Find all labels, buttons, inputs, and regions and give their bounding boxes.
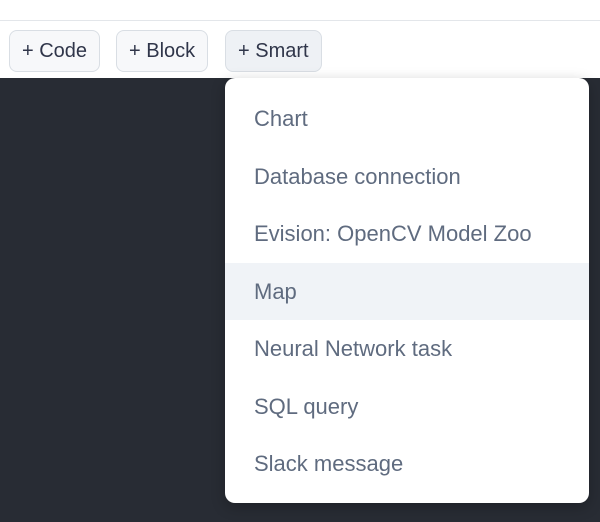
menu-item-evision-opencv-model-zoo[interactable]: Evision: OpenCV Model Zoo (254, 221, 532, 246)
top-strip (0, 0, 600, 21)
add-block-button[interactable]: + Block (116, 30, 209, 72)
smart-cell-menu: Chart Database connection Evision: OpenC… (225, 78, 589, 503)
add-smart-button[interactable]: + Smart (225, 30, 322, 72)
insert-toolbar: + Code + Block + Smart (0, 21, 600, 78)
menu-item-neural-network-task[interactable]: Neural Network task (254, 336, 453, 361)
menu-item-chart[interactable]: Chart (254, 106, 308, 131)
menu-item-sql-query[interactable]: SQL query (254, 393, 359, 419)
menu-item-database-connection[interactable]: Database connection (254, 163, 461, 189)
menu-item-map[interactable]: Map (225, 262, 589, 320)
menu-item-slack-message[interactable]: Slack message (254, 451, 404, 476)
add-code-button[interactable]: + Code (9, 30, 101, 72)
